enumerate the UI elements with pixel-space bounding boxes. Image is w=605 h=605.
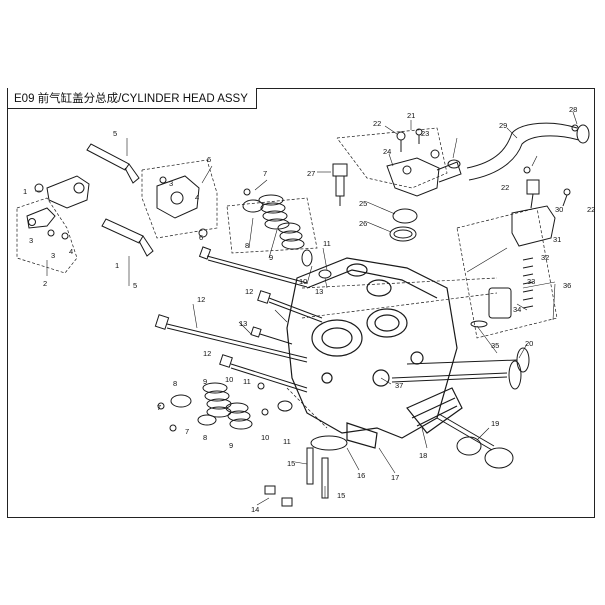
diagram-frame: E09 前气缸盖分总成/CYLINDER HEAD ASSY <box>7 88 595 518</box>
callout-4b: 4 <box>195 193 199 202</box>
callout-15b: 15 <box>337 491 345 500</box>
callout-10: 10 <box>299 277 307 286</box>
callout-22: 22 <box>373 119 381 128</box>
callout-23: 23 <box>421 129 429 138</box>
exploded-view-drawing: 1 1 2 3 3 3 4 4 5 5 6 6 7 7 7 8 8 8 9 9 … <box>16 105 595 514</box>
callout-9c: 9 <box>229 441 233 450</box>
part-temp-sensor <box>332 163 348 206</box>
callout-5b: 5 <box>133 281 137 290</box>
part-valve-springs-upper <box>242 194 332 279</box>
callout-12: 12 <box>245 287 253 296</box>
callout-8c: 8 <box>173 379 177 388</box>
callout-6: 6 <box>207 155 211 164</box>
callout-13b: 13 <box>239 319 247 328</box>
callout-3: 3 <box>29 236 33 245</box>
part-gasket <box>310 435 348 451</box>
diagram-title: E09 前气缸盖分总成/CYLINDER HEAD ASSY <box>8 88 257 109</box>
callout-6b: 6 <box>199 233 203 242</box>
part-thermostat-housing <box>386 128 462 242</box>
part-valves <box>391 347 530 469</box>
callout-7: 7 <box>263 169 267 178</box>
callout-9b: 9 <box>203 377 207 386</box>
group-outlines <box>16 127 558 429</box>
callout-12b: 12 <box>197 295 205 304</box>
callout-34: 34 <box>513 305 521 314</box>
callout-18: 18 <box>419 451 427 460</box>
callout-28: 28 <box>569 105 577 114</box>
callout-12c: 12 <box>203 349 211 358</box>
callout-25: 25 <box>359 199 367 208</box>
callout-36: 36 <box>563 281 571 290</box>
callout-24: 24 <box>383 147 391 156</box>
callout-11c: 11 <box>283 437 291 446</box>
callout-2: 2 <box>43 279 47 288</box>
callout-22c: 22 <box>587 205 595 214</box>
callout-5: 5 <box>113 129 117 138</box>
callout-21: 21 <box>407 111 415 120</box>
callout-30: 30 <box>555 205 563 214</box>
part-tensioner <box>470 166 571 328</box>
callout-35: 35 <box>491 341 499 350</box>
callout-11: 11 <box>323 239 331 248</box>
callout-7c: 7 <box>185 427 189 436</box>
part-water-hose <box>466 122 590 181</box>
part-cylinder-head-body <box>286 257 463 449</box>
callout-9: 9 <box>269 253 273 262</box>
callout-16: 16 <box>357 471 365 480</box>
leader-lines <box>35 111 578 506</box>
callout-20: 20 <box>525 339 533 348</box>
part-studs-bolts <box>154 246 323 393</box>
callout-8: 8 <box>245 241 249 250</box>
callout-37: 37 <box>395 381 403 390</box>
callout-8b: 8 <box>203 433 207 442</box>
callout-17: 17 <box>391 473 399 482</box>
callout-27: 27 <box>307 169 315 178</box>
callout-15: 15 <box>287 459 295 468</box>
callout-31: 31 <box>553 235 561 244</box>
callout-29: 29 <box>499 121 507 130</box>
part-studs-bottom <box>264 447 329 507</box>
callout-1: 1 <box>23 187 27 196</box>
callout-1b: 1 <box>115 261 119 270</box>
callout-10b: 10 <box>225 375 233 384</box>
callout-3c: 3 <box>169 179 173 188</box>
part-rocker-arm-left <box>26 175 90 240</box>
callout-labels: 1 1 2 3 3 3 4 4 5 5 6 6 7 7 7 8 8 8 9 9 … <box>23 105 595 514</box>
part-valve-springs-left <box>170 382 293 430</box>
callout-33: 33 <box>527 277 535 286</box>
callout-26: 26 <box>359 219 367 228</box>
callout-11b: 11 <box>243 377 251 386</box>
callout-32: 32 <box>541 253 549 262</box>
callout-7b: 7 <box>157 403 161 412</box>
callout-13: 13 <box>315 287 323 296</box>
callout-22b: 22 <box>501 183 509 192</box>
callout-4: 4 <box>69 247 73 256</box>
callout-19: 19 <box>491 419 499 428</box>
callout-10c: 10 <box>261 433 269 442</box>
part-rocker-arm-right <box>156 175 208 238</box>
part-rocker-shafts <box>86 143 154 257</box>
part-small-bolts <box>157 188 251 432</box>
callout-3b: 3 <box>51 251 55 260</box>
callout-14: 14 <box>251 505 259 514</box>
